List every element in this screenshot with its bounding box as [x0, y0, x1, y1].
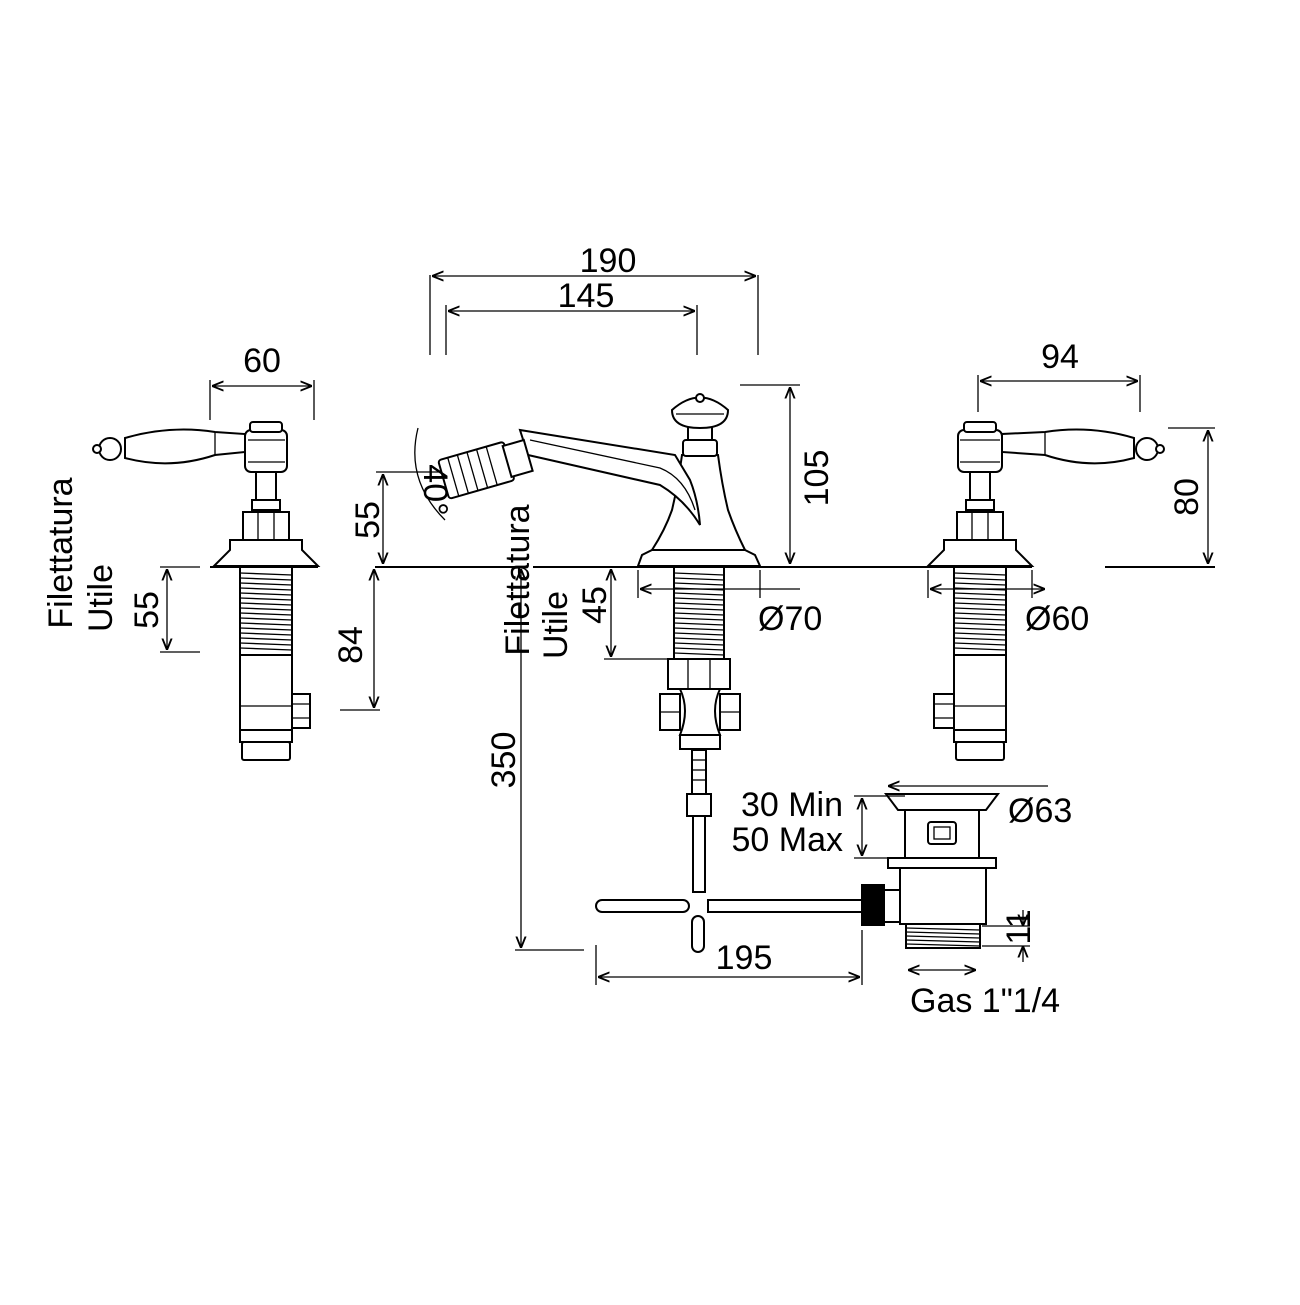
- dim-60: 60: [243, 342, 281, 380]
- label-thread-left-1: Filettatura: [42, 477, 80, 628]
- thread-line: [953, 637, 1007, 641]
- thread-line: [673, 577, 725, 581]
- thread-line: [673, 572, 725, 576]
- thread-line: [953, 572, 1007, 576]
- dim-94: 94: [1041, 338, 1079, 376]
- thread-line: [953, 597, 1007, 601]
- dim-195: 195: [716, 939, 773, 977]
- dim-11: 11: [1000, 909, 1038, 944]
- thread-line: [673, 632, 725, 636]
- thread-line: [239, 587, 293, 591]
- thread-line: [673, 597, 725, 601]
- thread-line: [953, 642, 1007, 646]
- dim-angle: 40°: [416, 464, 454, 515]
- thread-line: [953, 627, 1007, 631]
- thread-line: [953, 607, 1007, 611]
- dim-145: 145: [558, 277, 615, 315]
- dim-50-max: 50 Max: [732, 821, 844, 859]
- dimension-lines: [160, 275, 1215, 985]
- thread-line: [905, 943, 981, 947]
- thread-line: [673, 607, 725, 611]
- thread-line: [239, 637, 293, 641]
- thread-line: [239, 617, 293, 621]
- thread-line: [239, 642, 293, 646]
- dim-80: 80: [1168, 478, 1206, 516]
- dim-84: 84: [332, 626, 370, 664]
- thread-line: [239, 622, 293, 626]
- thread-line: [673, 582, 725, 586]
- thread-line: [673, 602, 725, 606]
- thread-line: [953, 617, 1007, 621]
- thread-line: [239, 602, 293, 606]
- popup-waste: [595, 793, 1000, 953]
- thread-line: [239, 572, 293, 576]
- dim-105: 105: [798, 450, 836, 507]
- label-thread-left-2: Utile: [82, 564, 120, 632]
- thread-line: [905, 927, 981, 931]
- dim-190: 190: [580, 242, 637, 280]
- thread-line: [239, 592, 293, 596]
- thread-line: [239, 632, 293, 636]
- dim-d60-base: Ø60: [1025, 600, 1089, 638]
- dim-350: 350: [485, 732, 523, 789]
- thread-line: [673, 637, 725, 641]
- dim-d70: Ø70: [758, 600, 822, 638]
- left-thread-lines: [239, 572, 293, 651]
- dimension-labels: 190 145 60 94 105 80 55 40° Filettatura …: [42, 242, 1206, 1020]
- thread-line: [239, 607, 293, 611]
- thread-line: [953, 622, 1007, 626]
- right-valve: [925, 421, 1165, 761]
- thread-line: [673, 617, 725, 621]
- thread-line: [239, 577, 293, 581]
- label-thread-mid-1: Filettatura: [499, 504, 537, 655]
- dim-d63: Ø63: [1008, 792, 1072, 830]
- thread-line: [953, 632, 1007, 636]
- thread-line: [673, 642, 725, 646]
- thread-line: [239, 627, 293, 631]
- thread-line: [239, 647, 293, 651]
- spout-body: [437, 393, 762, 893]
- thread-line: [905, 935, 981, 939]
- thread-line: [953, 577, 1007, 581]
- thread-line: [905, 939, 981, 943]
- thread-line: [673, 627, 725, 631]
- thread-line: [953, 612, 1007, 616]
- label-gas: Gas 1"1/4: [910, 982, 1060, 1020]
- thread-line: [905, 931, 981, 935]
- waste-thread-lines: [905, 927, 981, 947]
- thread-line: [239, 612, 293, 616]
- left-valve: [92, 421, 321, 761]
- dim-55-thread: 55: [128, 591, 166, 629]
- thread-line: [239, 582, 293, 586]
- thread-line: [673, 622, 725, 626]
- thread-line: [953, 602, 1007, 606]
- dim-45: 45: [576, 586, 614, 624]
- thread-line: [673, 612, 725, 616]
- thread-line: [673, 652, 725, 656]
- thread-line: [673, 592, 725, 596]
- thread-line: [673, 647, 725, 651]
- thread-line: [953, 647, 1007, 651]
- label-thread-mid-2: Utile: [537, 591, 575, 659]
- dim-55-spout: 55: [349, 501, 387, 539]
- thread-line: [239, 597, 293, 601]
- dim-30-min: 30 Min: [741, 786, 843, 824]
